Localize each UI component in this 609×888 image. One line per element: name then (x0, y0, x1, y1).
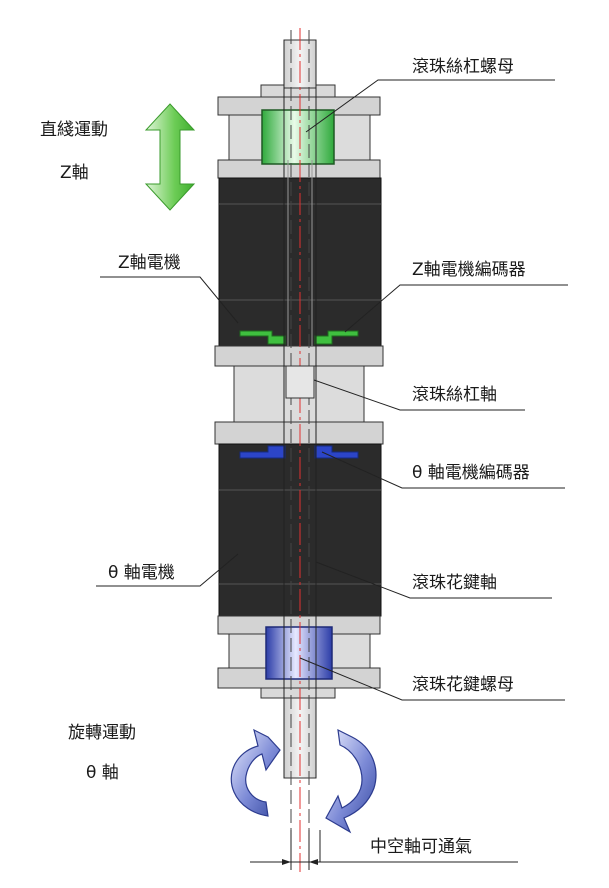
rotary-motion-arrow-icon (230, 728, 377, 834)
z-encoder-disc (239, 330, 359, 345)
label-z-motor: Z軸電機 (118, 253, 181, 273)
ball-screw-nut (261, 109, 335, 165)
label-rotary-motion: 旋轉運動 (68, 723, 136, 743)
ball-spline-nut (265, 626, 333, 680)
label-theta-motor: θ 軸電機 (108, 563, 175, 583)
theta-encoder-disc (239, 445, 359, 459)
label-linear-motion: 直綫運動 (40, 120, 108, 140)
label-hollow-shaft: 中空軸可通氣 (370, 837, 472, 857)
label-ball-screw-nut: 滾珠絲杠螺母 (412, 57, 514, 77)
linear-motion-arrow-icon (144, 103, 196, 211)
leader-lines (96, 79, 568, 870)
label-ball-spline-shaft: 滾珠花鍵軸 (412, 573, 497, 593)
label-ball-screw-shaft: 滾珠絲杠軸 (412, 385, 497, 405)
label-z-encoder: Z軸電機編碼器 (412, 260, 526, 280)
label-ball-spline-nut: 滾珠花鍵螺母 (412, 675, 514, 695)
label-z-axis: Z軸 (60, 163, 89, 183)
middle-housing (214, 345, 384, 445)
label-theta-axis: θ 軸 (86, 763, 119, 783)
top-housing (217, 84, 381, 179)
label-theta-encoder: θ 軸電機編碼器 (412, 463, 530, 483)
shaft-lines (283, 28, 317, 872)
dimension-arrow-icon (282, 859, 318, 865)
